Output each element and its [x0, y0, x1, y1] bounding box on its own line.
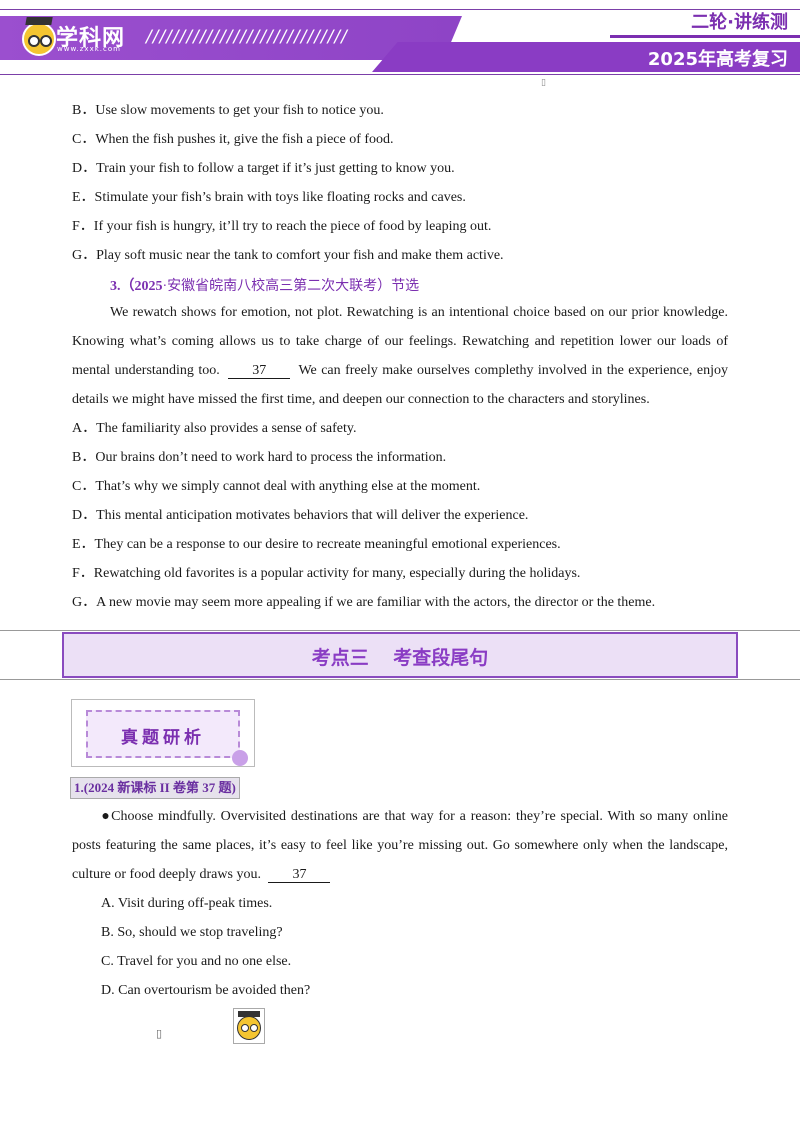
section-heading-bar: 考点三 考查段尾句 — [62, 632, 738, 678]
option-e: E．Stimulate your fish’s brain with toys … — [72, 190, 466, 205]
logo-mascot-icon — [22, 17, 56, 56]
passage-paragraph: We rewatch shows for emotion, not plot. … — [72, 298, 728, 414]
placeholder-glyph: ▯ — [541, 78, 546, 88]
q1-option-a: A. Visit during off-peak times. — [101, 896, 273, 911]
logo-url: www.zxxk.com — [57, 45, 121, 53]
q1-text-before: ●Choose mindfully. Overvisited destinati… — [72, 809, 728, 882]
year-title: 2025年高考复习 — [647, 49, 788, 70]
option-d: D．Train your fish to follow a target if … — [72, 161, 455, 176]
badge-dot-icon — [232, 750, 248, 766]
q3-option-b: B．Our brains don’t need to work hard to … — [72, 450, 447, 465]
q3-option-a: A．The familiarity also provides a sense … — [72, 421, 357, 436]
q3-option-c: C．That’s why we simply cannot deal with … — [72, 479, 481, 494]
section-title: 考点三 考查段尾句 — [311, 647, 489, 669]
footer-placeholder-glyph: ▯ — [156, 1027, 163, 1040]
q1-option-d: D. Can overtourism be avoided then? — [101, 983, 311, 998]
badge: 真题研析 — [86, 710, 248, 766]
q3-option-d: D．This mental anticipation motivates beh… — [72, 508, 529, 523]
passage-text-before: We rewatch shows for emotion, not plot. … — [72, 305, 728, 378]
q3-option-g: G．A new movie may seem more appealing if… — [72, 595, 656, 610]
header-top-rule — [0, 9, 800, 10]
source-number: 3. — [110, 279, 121, 294]
logo-text: 学科网 — [56, 26, 126, 51]
option-f: F．If your fish is hungry, it’ll try to r… — [72, 219, 492, 234]
footer-mascot-icon — [233, 1008, 265, 1044]
source-name: ·安徽省皖南八校高三第二次大联考）节选 — [162, 279, 420, 294]
q3-option-e: E．They can be a response to our desire t… — [72, 537, 561, 552]
q1-option-c: C. Travel for you and no one else. — [101, 954, 292, 969]
page-header: 学科网 www.zxxk.com ///////////////////////… — [0, 0, 800, 76]
section-frame — [0, 630, 800, 680]
year-band — [372, 42, 800, 72]
source-year: （2025 — [120, 279, 163, 294]
header-slash-decoration: ////////////////////////////// — [146, 27, 348, 47]
option-b: B．Use slow movements to get your fish to… — [72, 103, 384, 118]
series-underline — [610, 35, 800, 38]
q1-option-b: B. So, should we stop traveling? — [101, 925, 283, 940]
logo-band — [0, 16, 462, 60]
series-title: 二轮·讲练测 — [691, 12, 788, 33]
q1-answer-blank[interactable]: 37 — [268, 868, 331, 883]
q1-paragraph: ●Choose mindfully. Overvisited destinati… — [72, 802, 728, 889]
badge-frame: 真题研析 — [71, 699, 255, 767]
option-c: C．When the fish pushes it, give the fish… — [72, 132, 394, 147]
header-bottom-rule — [0, 74, 800, 75]
question-source: 3.（2025·安徽省皖南八校高三第二次大联考）节选 — [110, 275, 419, 295]
passage-text-after: We can freely make ourselves complethy i… — [72, 363, 728, 407]
question-label: 1.(2024 新课标 II 卷第 37 题) — [70, 777, 240, 799]
q3-option-f: F．Rewatching old favorites is a popular … — [72, 566, 581, 581]
badge-text: 真题研析 — [121, 728, 205, 748]
option-g: G．Play soft music near the tank to comfo… — [72, 248, 504, 263]
answer-blank[interactable]: 37 — [228, 364, 291, 379]
